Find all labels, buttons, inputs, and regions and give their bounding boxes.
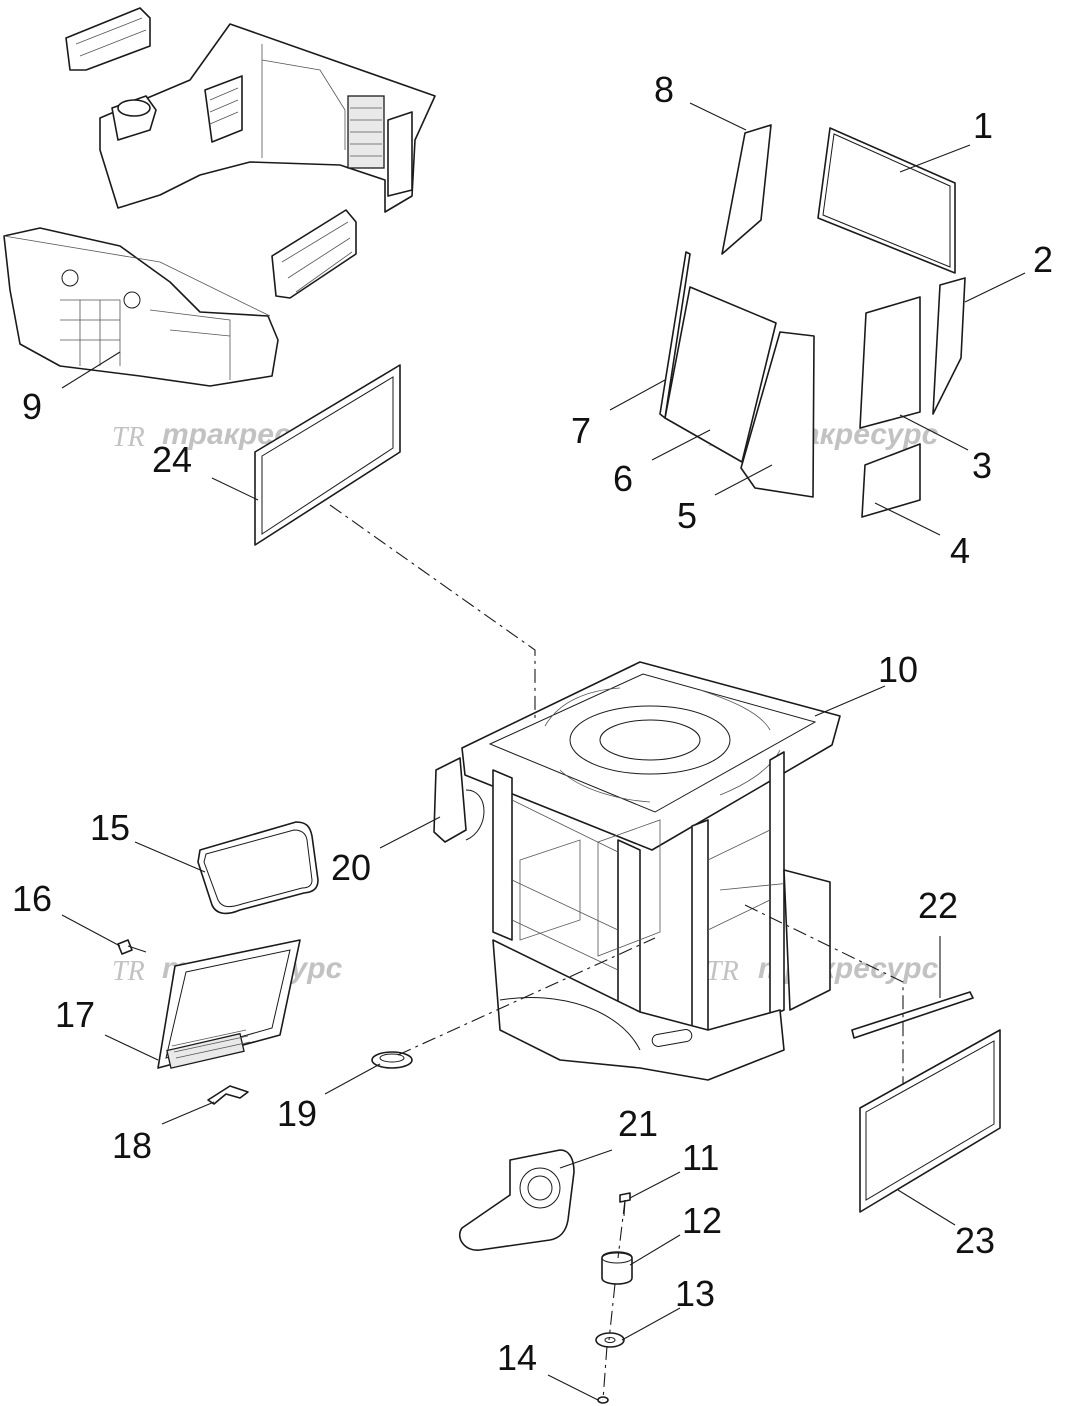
callout-2: 2 (1033, 239, 1053, 280)
part-24-window-frame (254, 364, 401, 546)
callout-3: 3 (972, 445, 992, 486)
part-17-vent-housing (157, 939, 301, 1069)
part-2-glass (932, 277, 966, 415)
callout-9: 9 (22, 386, 42, 427)
part-23-window-frame (859, 1029, 1001, 1213)
leader-lines (61, 102, 1026, 1401)
callout-21: 21 (618, 1103, 658, 1144)
part-13-washer (595, 1332, 625, 1348)
callout-12: 12 (682, 1200, 722, 1241)
part-1-glass (817, 127, 956, 274)
part-5-glass (740, 331, 815, 498)
part-11-bolt (619, 1192, 631, 1217)
assembly-lines (329, 504, 904, 1401)
callout-4: 4 (950, 530, 970, 571)
part-4-glass (861, 443, 921, 518)
callout-18: 18 (112, 1125, 152, 1166)
part-18-clip (207, 1085, 249, 1105)
part-19-grommet (371, 1051, 413, 1069)
callout-6: 6 (613, 458, 633, 499)
callout-11: 11 (682, 1137, 719, 1178)
callout-16: 16 (12, 878, 52, 919)
callouts: 1 2 3 4 5 6 7 8 9 10 11 12 13 14 15 16 1… (12, 69, 1053, 1378)
callout-15: 15 (90, 807, 130, 848)
callout-5: 5 (677, 495, 697, 536)
callout-8: 8 (654, 69, 674, 110)
callout-1: 1 (973, 105, 993, 146)
callout-13: 13 (675, 1273, 715, 1314)
callout-10: 10 (878, 649, 918, 690)
callout-22: 22 (918, 885, 958, 926)
part-21-bracket (458, 1149, 575, 1251)
callout-20: 20 (331, 847, 371, 888)
callout-23: 23 (955, 1220, 995, 1261)
watermark-logo: TR (706, 956, 739, 987)
part-10-cab-frame (433, 661, 841, 1081)
callout-14: 14 (497, 1337, 537, 1378)
part-8-glass (721, 124, 772, 255)
callout-19: 19 (277, 1093, 317, 1134)
part-9-interior-trim (3, 7, 436, 387)
watermark-logo: TR (112, 422, 145, 453)
callout-24: 24 (152, 439, 192, 480)
part-6-glass (664, 286, 777, 463)
part-16-bolt (117, 939, 147, 955)
part-3-glass (859, 296, 921, 429)
part-22-seal-strip (851, 991, 974, 1039)
watermark-text: тракресурс (758, 952, 939, 985)
part-12-mount (601, 1251, 633, 1285)
callout-17: 17 (55, 994, 95, 1035)
part-7-glass-strip (659, 251, 691, 419)
callout-7: 7 (571, 410, 591, 451)
watermark-logo: TR (112, 956, 145, 987)
part-15-gasket (197, 821, 319, 915)
